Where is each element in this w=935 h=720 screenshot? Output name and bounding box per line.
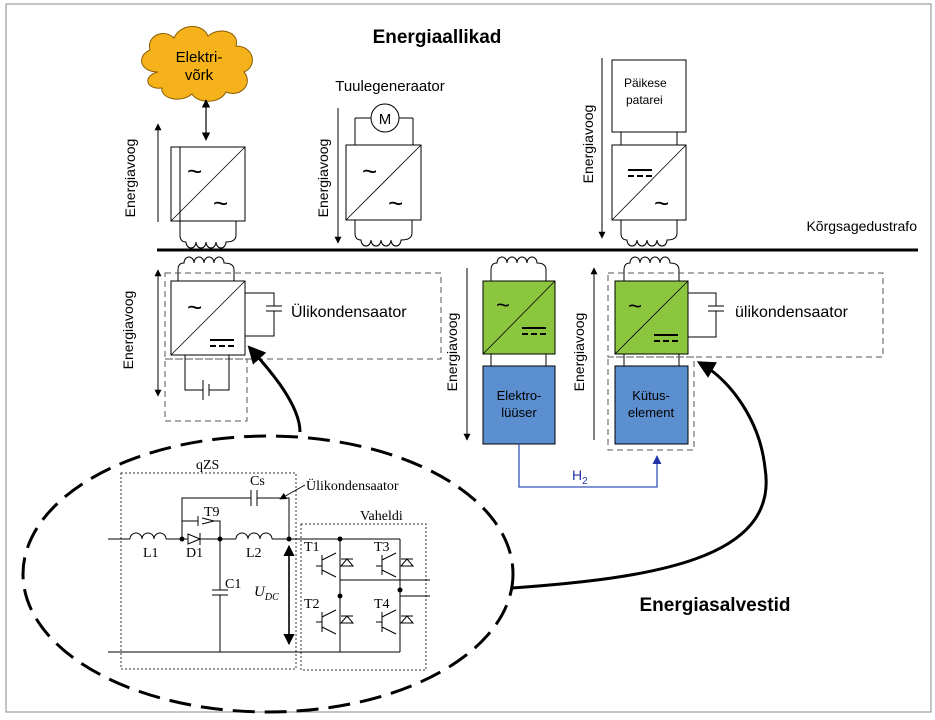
supercap-label: Ülikondensaator bbox=[291, 303, 407, 321]
solar-panel bbox=[611, 59, 687, 133]
switch-T1 bbox=[316, 552, 355, 578]
qzs-inverter-circuit: qZS Vaheldi Ülikondensaator L1 D1 T9 Cs … bbox=[108, 458, 430, 671]
solar-converter bbox=[611, 144, 687, 221]
electrolyzer-label-line2: lüüser bbox=[501, 405, 537, 420]
transformer-coil bbox=[623, 256, 680, 271]
L2-label: L2 bbox=[246, 546, 262, 561]
grid-cloud-icon bbox=[141, 26, 253, 102]
D1-label: D1 bbox=[186, 546, 203, 561]
flow-label: Energiavoog bbox=[315, 139, 331, 218]
fuelcell-label-line2: element bbox=[628, 405, 675, 420]
inductor-L2 bbox=[235, 532, 273, 540]
storage-converter bbox=[170, 280, 246, 356]
switch-T2 bbox=[316, 609, 355, 635]
electrolyzer-converter bbox=[482, 280, 556, 355]
motor-label: M bbox=[379, 111, 392, 128]
electrolyzer-block bbox=[482, 365, 556, 445]
leader-arrow bbox=[247, 345, 302, 433]
fuelcell-frame bbox=[607, 356, 695, 451]
ac-symbol: ~ bbox=[654, 188, 669, 218]
L1-label: L1 bbox=[143, 546, 159, 561]
T1-label: T1 bbox=[304, 540, 320, 555]
ac-symbol: ~ bbox=[187, 292, 202, 322]
electrolyzer-label-line1: Elektro- bbox=[497, 388, 542, 403]
battery-icon bbox=[184, 355, 230, 400]
capacitor-icon bbox=[688, 292, 724, 338]
hf-transformer-label: Kõrgsagedustrafo bbox=[806, 218, 917, 234]
supercap-group-frame bbox=[607, 272, 884, 358]
capacitor-Cs bbox=[181, 490, 290, 539]
flow-label: Energiavoog bbox=[571, 313, 587, 392]
wind-label: Tuulegeneraator bbox=[335, 78, 445, 95]
transformer-coil bbox=[490, 256, 547, 271]
ac-symbol: ~ bbox=[362, 156, 377, 186]
capacitor-icon bbox=[245, 292, 282, 337]
fuelcell-converter bbox=[614, 280, 689, 355]
solar-label-line1: Päikese bbox=[624, 76, 667, 90]
switch-T4 bbox=[376, 609, 415, 635]
inverter-label: Vaheldi bbox=[360, 509, 403, 524]
page-border bbox=[5, 3, 932, 713]
transformer-coil bbox=[179, 234, 237, 249]
qzs-frame bbox=[120, 472, 297, 670]
supercap-callout: Ülikondensaator bbox=[306, 477, 399, 494]
leader-arrow bbox=[511, 361, 768, 590]
switch-T3 bbox=[376, 552, 415, 578]
T2-label: T2 bbox=[304, 597, 320, 612]
T4-label: T4 bbox=[374, 597, 390, 612]
grid-label-line2: võrk bbox=[185, 67, 214, 84]
solar-label-line2: patarei bbox=[626, 93, 663, 107]
ac-symbol: ~ bbox=[496, 292, 510, 319]
flow-label: Energiavoog bbox=[444, 313, 460, 392]
diode-D1 bbox=[187, 533, 202, 545]
grid-label-line1: Elektri- bbox=[176, 49, 223, 66]
transformer-coil bbox=[177, 256, 235, 271]
transformer-coil bbox=[620, 232, 678, 247]
qzs-label: qZS bbox=[196, 458, 219, 473]
ac-symbol: ~ bbox=[213, 188, 228, 218]
supercap-label: ülikondensaator bbox=[735, 304, 849, 321]
ac-symbol: ~ bbox=[187, 156, 202, 186]
sources-title: Energiaallikad bbox=[373, 27, 502, 48]
hydrogen-pipe bbox=[518, 444, 662, 488]
storage-title: Energiasalvestid bbox=[639, 595, 790, 616]
fuelcell-block bbox=[614, 365, 689, 445]
grid-converter bbox=[170, 146, 246, 222]
T9-label: T9 bbox=[204, 505, 220, 520]
inverter-frame bbox=[300, 523, 427, 671]
flow-label: Energiavoog bbox=[122, 139, 138, 218]
T3-label: T3 bbox=[374, 540, 390, 555]
h2-label: H2 bbox=[572, 467, 588, 487]
ac-symbol: ~ bbox=[628, 293, 642, 320]
inductor-L1 bbox=[129, 532, 167, 540]
fuelcell-label-line1: Kütus- bbox=[632, 388, 670, 403]
battery-frame bbox=[164, 358, 248, 422]
ac-symbol: ~ bbox=[388, 188, 403, 218]
Cs-label: Cs bbox=[250, 474, 265, 489]
flow-label: Energiavoog bbox=[120, 291, 136, 370]
zoom-ellipse bbox=[21, 434, 515, 714]
transformer-coil bbox=[354, 232, 413, 247]
udc-label: UDC bbox=[254, 584, 279, 603]
flow-label: Energiavoog bbox=[580, 105, 596, 184]
C1-label: C1 bbox=[225, 577, 241, 592]
wind-converter bbox=[345, 144, 422, 221]
supercap-group-frame bbox=[164, 272, 442, 360]
